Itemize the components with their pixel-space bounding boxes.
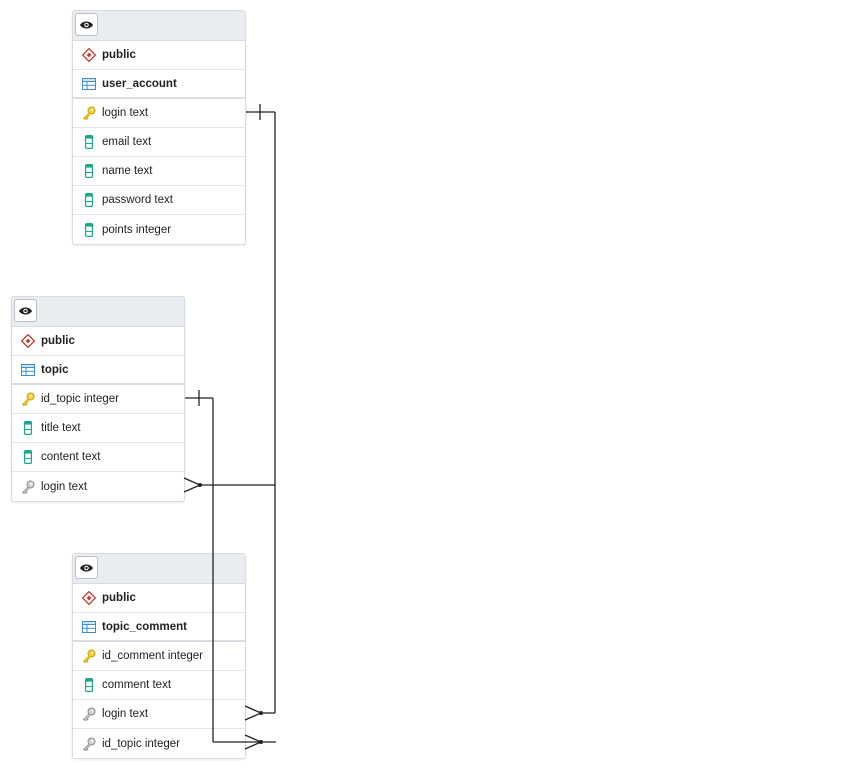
- column-row[interactable]: login text: [73, 99, 245, 128]
- column-label: id_comment integer: [102, 650, 203, 662]
- column-row[interactable]: title text: [12, 414, 184, 443]
- column-row[interactable]: email text: [73, 128, 245, 157]
- foreign-key-icon: [82, 737, 96, 751]
- column-label: login text: [41, 480, 88, 493]
- column-icon: [21, 421, 35, 435]
- schema-icon: [82, 591, 96, 605]
- foreign-key-icon: [21, 480, 35, 494]
- column-label: login text: [102, 708, 149, 720]
- table-header: [12, 297, 184, 327]
- schema-row: public: [73, 584, 245, 613]
- column-row[interactable]: name text: [73, 157, 245, 186]
- link-junction-dot: [198, 483, 202, 487]
- table-name-row: topic: [12, 356, 184, 385]
- column-icon: [82, 135, 96, 149]
- table-header: [73, 11, 245, 41]
- table-user-account[interactable]: public user_account login text email tex…: [72, 10, 246, 245]
- table-icon: [82, 620, 96, 634]
- column-row[interactable]: id_topic integer: [73, 729, 245, 758]
- column-row[interactable]: id_comment integer: [73, 642, 245, 671]
- column-row[interactable]: login text: [12, 472, 184, 501]
- primary-key-icon: [21, 392, 35, 406]
- column-row[interactable]: id_topic integer: [12, 385, 184, 414]
- column-row[interactable]: login text: [73, 700, 245, 729]
- schema-name: public: [41, 335, 75, 347]
- table-name-row: user_account: [73, 70, 245, 99]
- eye-icon[interactable]: [75, 13, 98, 36]
- column-label: comment text: [102, 679, 172, 691]
- column-label: content text: [41, 451, 101, 463]
- column-label: password text: [102, 194, 173, 206]
- column-label: email text: [102, 136, 152, 148]
- schema-name: public: [102, 592, 136, 604]
- column-label: id_topic integer: [41, 393, 119, 405]
- column-label: name text: [102, 165, 153, 177]
- table-topic-comment[interactable]: public topic_comment id_comment integer …: [72, 553, 246, 759]
- link-junction-dot: [259, 711, 263, 715]
- eye-icon[interactable]: [75, 556, 98, 579]
- schema-row: public: [12, 327, 184, 356]
- schema-name: public: [102, 49, 136, 61]
- link-junction-dot: [259, 740, 263, 744]
- column-icon: [21, 450, 35, 464]
- column-row[interactable]: content text: [12, 443, 184, 472]
- table-name: topic_comment: [102, 620, 187, 633]
- table-name: user_account: [102, 77, 177, 90]
- table-topic[interactable]: public topic id_topic integer title text…: [11, 296, 185, 502]
- primary-key-icon: [82, 106, 96, 120]
- schema-row: public: [73, 41, 245, 70]
- column-row[interactable]: comment text: [73, 671, 245, 700]
- column-label: login text: [102, 107, 149, 119]
- column-icon: [82, 164, 96, 178]
- table-header: [73, 554, 245, 584]
- column-icon: [82, 222, 96, 237]
- primary-key-icon: [82, 649, 96, 663]
- table-name: topic: [41, 363, 69, 376]
- column-icon: [82, 193, 96, 207]
- schema-icon: [82, 48, 96, 62]
- column-label: id_topic integer: [102, 737, 180, 750]
- column-row[interactable]: password text: [73, 186, 245, 215]
- table-icon: [82, 77, 96, 91]
- schema-icon: [21, 334, 35, 348]
- table-icon: [21, 363, 35, 377]
- column-label: points integer: [102, 223, 172, 236]
- column-icon: [82, 678, 96, 692]
- table-name-row: topic_comment: [73, 613, 245, 642]
- eye-icon[interactable]: [14, 299, 37, 322]
- foreign-key-icon: [82, 707, 96, 721]
- column-row[interactable]: points integer: [73, 215, 245, 244]
- column-label: title text: [41, 422, 81, 434]
